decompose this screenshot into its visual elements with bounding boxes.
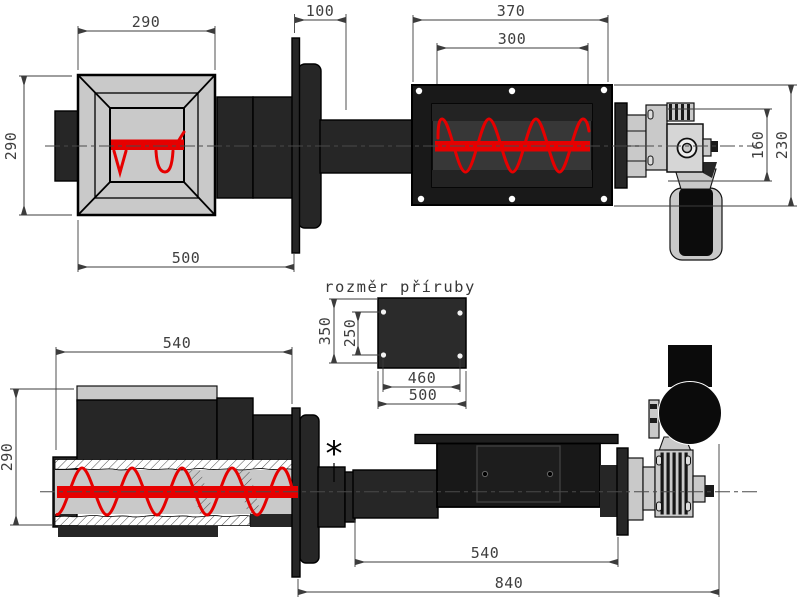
bolt-hole bbox=[417, 195, 425, 203]
flange-bolt-hole bbox=[380, 352, 387, 358]
tube-step-1 bbox=[317, 466, 346, 528]
section-hatch-top bbox=[54, 459, 294, 471]
box-top-plate bbox=[414, 433, 619, 445]
motor-end-bell bbox=[658, 381, 722, 445]
dim-flange-bolt-250: 250 bbox=[341, 311, 380, 356]
dim-flange-width-500: 500 bbox=[377, 371, 467, 409]
dim-flange-height-350: 350 bbox=[316, 298, 377, 364]
dim-hopper-width-290: 290 bbox=[77, 13, 216, 70]
gear-drive-bottom bbox=[616, 345, 722, 536]
burner-body-block-1 bbox=[216, 96, 254, 199]
flange-detail: rozměr příruby 350 250 460 500 bbox=[316, 278, 476, 409]
dim-drive-height-230: 230 bbox=[614, 84, 797, 207]
housing-body bbox=[76, 399, 218, 461]
note-marker: * bbox=[326, 434, 343, 482]
bolt-lug bbox=[647, 109, 654, 120]
shaft-end-nub-bottom bbox=[705, 485, 714, 497]
dim-text: 160 bbox=[749, 131, 767, 160]
dim-text: 230 bbox=[773, 131, 791, 160]
motor-body-bottom bbox=[668, 345, 712, 387]
dim-text: 290 bbox=[2, 132, 20, 161]
dim-collar-100: 100 bbox=[294, 2, 347, 110]
bottom-view: * bbox=[40, 345, 757, 578]
panel-hole bbox=[481, 470, 489, 478]
dim-text: 500 bbox=[409, 386, 438, 404]
box-access-panel bbox=[476, 445, 561, 503]
dim-text: 350 bbox=[316, 317, 334, 346]
dim-front-500: 500 bbox=[77, 220, 295, 272]
dim-text: 540 bbox=[471, 544, 500, 562]
burner-body-block-2 bbox=[252, 96, 296, 199]
flange-bolt-hole bbox=[457, 310, 463, 316]
bolt-lug bbox=[656, 455, 662, 466]
dim-text: 250 bbox=[341, 319, 359, 348]
top-view bbox=[45, 37, 757, 261]
dim-overall-840: 840 bbox=[297, 444, 720, 597]
dim-text: 500 bbox=[172, 249, 201, 267]
section-hatch-bottom bbox=[54, 515, 251, 526]
housing-bottom bbox=[58, 526, 218, 537]
dim-output-height-160: 160 bbox=[668, 108, 772, 182]
dim-text: 370 bbox=[497, 2, 526, 20]
coupling-step-2 bbox=[642, 466, 656, 511]
dim-text: 460 bbox=[408, 369, 437, 387]
panel-hole bbox=[546, 470, 554, 478]
bolt-hole bbox=[600, 86, 608, 94]
shaft-collar bbox=[702, 138, 712, 157]
dim-text: 540 bbox=[163, 334, 192, 352]
motor-body bbox=[679, 188, 713, 256]
bolt-hole bbox=[508, 195, 516, 203]
flange-collar-bottom bbox=[299, 414, 320, 564]
shaft-collar-bottom bbox=[692, 475, 706, 503]
dim-trough-370: 370 bbox=[412, 2, 609, 82]
dim-text: 840 bbox=[495, 574, 524, 592]
dim-housing-540: 540 bbox=[55, 334, 293, 450]
coupling-step-1 bbox=[627, 457, 644, 521]
dim-text: 290 bbox=[132, 13, 161, 31]
flange-detail-title: rozměr příruby bbox=[324, 278, 476, 296]
flange-bolt-hole bbox=[457, 353, 463, 359]
auger-through-hopper bbox=[111, 130, 186, 179]
dim-tube-540: 540 bbox=[354, 520, 619, 567]
bolt-hole bbox=[508, 87, 516, 95]
flange-face bbox=[377, 297, 467, 369]
box-outlet-shaft bbox=[600, 465, 618, 517]
output-shaft bbox=[681, 142, 693, 154]
housing-top-strip bbox=[76, 385, 218, 402]
drop-box bbox=[414, 433, 619, 517]
motor-bracket-arm bbox=[703, 162, 717, 178]
bolt-lug bbox=[685, 501, 691, 512]
dim-flange-bolt-460: 460 bbox=[382, 359, 461, 392]
bolt-hole bbox=[415, 87, 423, 95]
housing-step-2 bbox=[252, 414, 294, 461]
dim-opening-300: 300 bbox=[436, 30, 589, 84]
dim-housing-height-290: 290 bbox=[0, 388, 74, 526]
flange-bolt-hole bbox=[380, 309, 387, 315]
bolt-hole bbox=[600, 195, 608, 203]
dim-text: 290 bbox=[0, 443, 16, 472]
dim-text: 300 bbox=[498, 30, 527, 48]
housing-step-1 bbox=[216, 397, 254, 461]
screw-tube bbox=[352, 469, 439, 519]
asterisk: * bbox=[326, 434, 343, 474]
bolt-lug bbox=[647, 155, 654, 166]
bolt-lug bbox=[685, 455, 691, 466]
dim-text: 100 bbox=[306, 2, 335, 20]
housing-bottom-right bbox=[250, 514, 293, 527]
dim-hopper-height-290: 290 bbox=[2, 75, 72, 216]
bolt-lug bbox=[656, 501, 662, 512]
